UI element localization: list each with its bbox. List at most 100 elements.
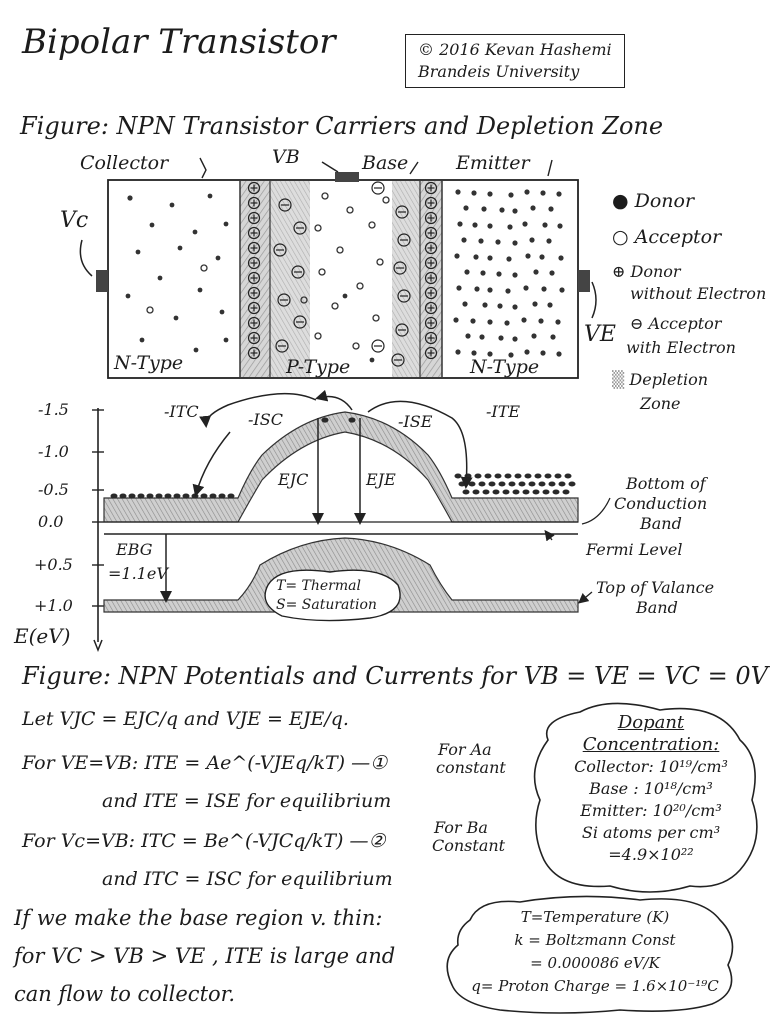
isc-label: -ISC: [248, 410, 283, 429]
hatch-icon: ▒: [612, 370, 630, 389]
plus-circle-icon: ⊕: [612, 262, 631, 281]
conclusion-line-1: If we make the base region v. thin:: [14, 906, 383, 930]
legend-acceptor-with-electron: ⊖ Acceptor: [630, 314, 722, 333]
minus-circle-icon: ⊖: [630, 314, 649, 333]
conduction-band: [103, 411, 579, 523]
ebg-value: =1.1eV: [108, 564, 168, 583]
depletion-plus-emitter: [424, 181, 438, 360]
energy-axis-label: E(eV): [14, 624, 71, 648]
base-acceptors: [300, 192, 390, 350]
top-vb-label: Top of Valance: [596, 578, 715, 597]
n-type-right-label: N-Type: [470, 356, 540, 378]
vc-lead: [79, 239, 93, 277]
collector-label: Collector: [80, 152, 169, 174]
itc-label: -ITC: [164, 402, 199, 421]
vc-label: Vc: [60, 208, 89, 233]
copyright-box: © 2016 Kevan Hashemi Brandeis University: [405, 34, 625, 88]
equation-itc-equilibrium: and ITC = ISC for equilibrium: [102, 868, 393, 890]
collector-contact: [96, 270, 108, 292]
depletion-zone-collector-side: [240, 181, 270, 377]
base-label: Base: [362, 152, 409, 174]
legend-acceptor: ○ Acceptor: [612, 226, 722, 248]
dopant-cloud: [533, 702, 758, 893]
tick-label: 0.0: [38, 512, 64, 531]
constant-boltzmann-value: = 0.000086 eV/K: [530, 954, 660, 972]
equation-ite: For VE=VB: ITE = Ae^(-VJEq/kT) —①: [22, 752, 388, 774]
donor-dot-icon: ●: [612, 190, 635, 212]
emitter-contact: [578, 270, 590, 292]
depletion-minus: [273, 181, 411, 367]
energy-arrows: [160, 418, 366, 603]
page-title: Bipolar Transistor: [22, 22, 336, 62]
depletion-plus-collector: [247, 181, 261, 360]
legend-depletion: ▒ Depletion: [612, 370, 708, 389]
constant-a-label: constant: [436, 758, 506, 777]
legend-acceptor-with-electron-2: with Electron: [626, 338, 736, 357]
legend-donor: ● Donor: [612, 190, 695, 212]
tick-label: -0.5: [38, 480, 69, 499]
ve-label: VE: [584, 322, 616, 347]
fermi-label: Fermi Level: [586, 540, 683, 559]
current-arrows: [192, 389, 473, 497]
constant-temperature: T=Temperature (K): [520, 908, 670, 926]
acceptor-circle-icon: ○: [612, 226, 635, 248]
collector-donors: [125, 193, 229, 353]
base-contact: [335, 172, 359, 182]
dopant-si-value: =4.9×10²²: [608, 845, 694, 864]
dopant-base: Base : 10¹⁸/cm³: [589, 779, 713, 798]
equation-itc: For Vc=VB: ITC = Be^(-VJCq/kT) —②: [22, 830, 386, 852]
for-ba-label: For Ba: [434, 818, 488, 837]
figure2-title: Figure: NPN Potentials and Currents for …: [22, 662, 768, 690]
constant-b-label: Constant: [432, 836, 506, 855]
bottom-cb-label-2: Conduction: [614, 494, 708, 513]
dopant-si: Si atoms per cm³: [581, 823, 721, 842]
bottom-cb-label-3: Band: [640, 514, 682, 533]
emitter-label: Emitter: [456, 152, 530, 174]
ise-label: -ISE: [398, 412, 433, 431]
vb-lead: [321, 161, 339, 173]
tick-label: -1.5: [38, 400, 69, 419]
dopant-title-2: Concentration:: [582, 734, 720, 755]
conduction-electrons-base: [321, 417, 356, 423]
collector-acceptors: [146, 264, 208, 314]
dopant-collector: Collector: 10¹⁹/cm³: [574, 757, 728, 776]
ite-label: -ITE: [486, 402, 521, 421]
ebg-label: EBG: [116, 540, 153, 559]
dopant-title: Dopant: [617, 712, 685, 733]
equation-ite-equilibrium: and ITE = ISE for equilibrium: [102, 790, 392, 812]
base-donors: [342, 293, 375, 363]
legend-depletion-2: Zone: [640, 394, 681, 413]
copyright-line-2: Brandeis University: [418, 62, 580, 81]
transistor-box: [107, 179, 579, 379]
conclusion-line-2: for VC > VB > VE , ITE is large and: [14, 944, 396, 968]
vb-label: VB: [272, 146, 300, 168]
tick-label: -1.0: [38, 442, 69, 461]
constants-box: T=Temperature (K) k = Boltzmann Const = …: [450, 906, 740, 998]
figure1-title: Figure: NPN Transistor Carriers and Depl…: [20, 112, 664, 140]
p-type-label: P-Type: [286, 356, 351, 378]
thermal-bubble: [264, 569, 401, 622]
bottom-cb-label: Bottom of: [626, 474, 706, 493]
energy-ticks: [92, 409, 104, 607]
ve-lead: [591, 281, 597, 319]
equation-let: Let VJC = EJC/q and VJE = EJE/q.: [22, 708, 349, 730]
constant-proton-charge: q= Proton Charge = 1.6×10⁻¹⁹C: [471, 977, 719, 995]
top-vb-label-2: Band: [636, 598, 678, 617]
constant-boltzmann: k = Boltzmann Const: [514, 931, 676, 949]
tick-label: +1.0: [34, 596, 73, 615]
copyright-line-1: © 2016 Kevan Hashemi: [418, 40, 612, 59]
n-type-left-label: N-Type: [114, 352, 184, 374]
thermal-label: T= Thermal: [276, 578, 361, 594]
legend-donor-without-electron-2: without Electron: [630, 284, 767, 303]
ejc-label: EJC: [278, 470, 309, 489]
dopant-box: Dopant Concentration: Collector: 10¹⁹/cm…: [556, 712, 746, 866]
saturation-label: S= Saturation: [276, 597, 377, 613]
for-aa-label: For Aa: [438, 740, 492, 759]
dopant-emitter: Emitter: 10²⁰/cm³: [580, 801, 722, 820]
conduction-electrons-emitter: [454, 473, 576, 495]
eje-label: EJE: [366, 470, 396, 489]
tick-label: +0.5: [34, 555, 73, 574]
conclusion-line-3: can flow to collector.: [14, 982, 236, 1006]
constants-cloud: [446, 895, 734, 1014]
